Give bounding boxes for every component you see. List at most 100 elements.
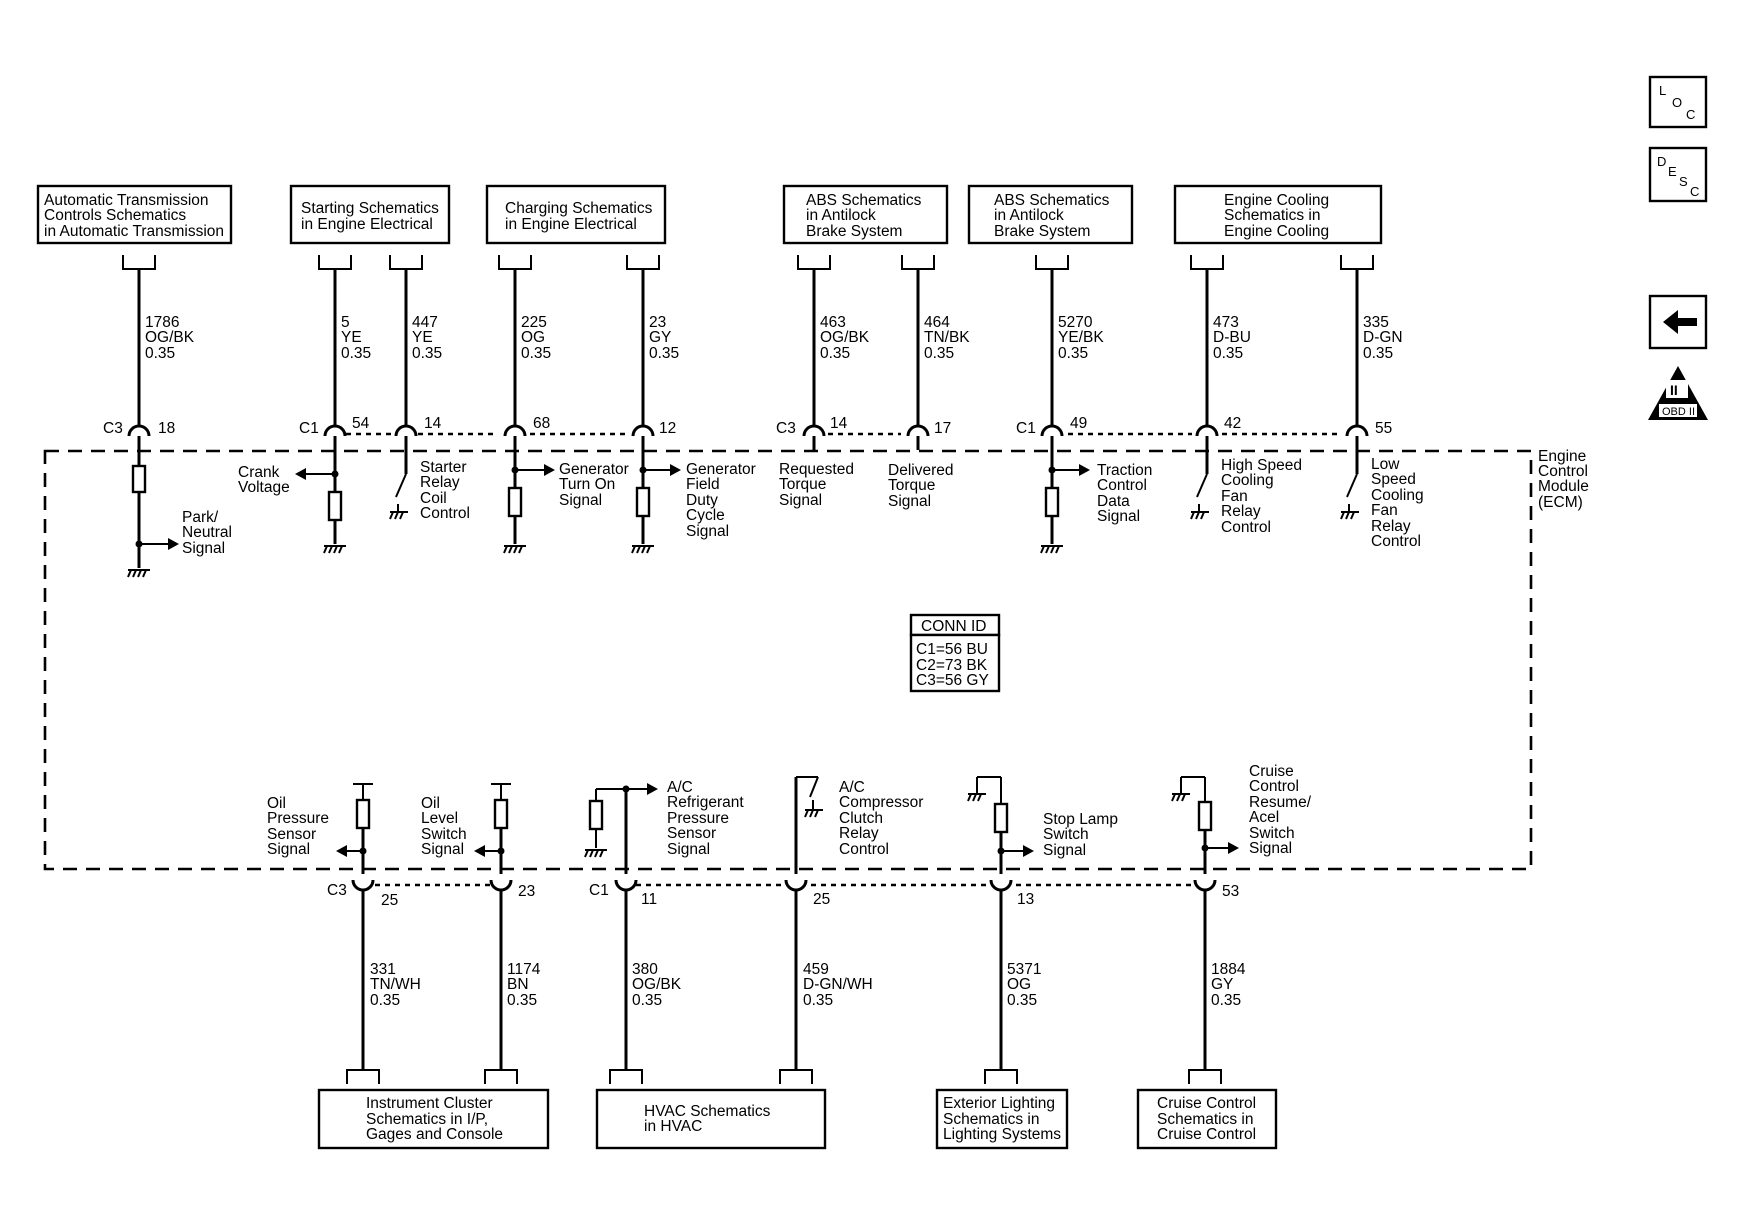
arrow-icon	[544, 464, 555, 476]
pin-number: 49	[1070, 415, 1087, 432]
switch-contact	[809, 776, 819, 798]
module-label-line-4: (ECM)	[1538, 494, 1583, 511]
wire-color: D-BU	[1213, 329, 1251, 346]
pin-number: 14	[830, 415, 848, 432]
switch-contact	[395, 473, 407, 498]
wire-circuit: 225	[521, 314, 547, 331]
signal-label-line-1: Generator	[686, 461, 756, 478]
signal-label-line-2: Pressure	[267, 810, 329, 827]
ref-box-atc-line-2: Controls Schematics	[44, 207, 186, 224]
ref-box-atc[interactable]: Automatic Transmission Controls Schemati…	[36, 184, 233, 245]
arrow-icon	[1079, 464, 1090, 476]
pin-number: 12	[659, 420, 676, 437]
signal-label-line-2: Control	[1097, 477, 1147, 494]
ref-box-atc-line-1: Automatic Transmission	[44, 192, 209, 209]
ref-box-engine-cooling[interactable]: Engine Cooling Schematics in Engine Cool…	[1173, 184, 1383, 245]
ground-icon	[1040, 545, 1063, 554]
signal-label-line-3: Signal	[888, 493, 931, 510]
signal-label-line-3: Pressure	[667, 810, 729, 827]
wire-473[interactable]: 473 D-BU 0.35 42 High Speed Cooling Fan …	[1190, 255, 1302, 536]
ref-box-cooling-line-2: Schematics in	[1224, 207, 1320, 224]
signal-label-line-2: Switch	[1043, 826, 1089, 843]
pin-number: 23	[518, 883, 535, 900]
connector-id: C3	[327, 882, 347, 899]
signal-label-line-4: Cycle	[686, 507, 725, 524]
loc-button[interactable]: L O C	[1648, 75, 1708, 129]
ref-box-cooling-line-3: Engine Cooling	[1224, 223, 1329, 240]
wire-464[interactable]: 464 TN/BK 0.35 17 Delivered Torque Signa…	[888, 255, 970, 510]
wire-circuit: 459	[803, 961, 829, 978]
ref-box-cruise-line-2: Schematics in	[1157, 1111, 1253, 1128]
ref-box-hvac-line-2: in HVAC	[644, 1118, 702, 1135]
wire-size: 0.35	[1007, 992, 1037, 1009]
wire-circuit: 473	[1213, 314, 1239, 331]
left-arrow-icon	[1663, 310, 1697, 334]
signal-label-line-2: Relay	[420, 474, 460, 491]
obd-ii-icon[interactable]: II OBD II	[1648, 366, 1708, 420]
wire-225[interactable]: 225 OG 0.35 68 Generator Turn On Signal	[498, 255, 629, 554]
signal-label-line-4: Fan	[1371, 502, 1398, 519]
ref-box-ipc-line-2: Schematics in I/P,	[366, 1111, 488, 1128]
signal-label-line-3: Signal	[779, 492, 822, 509]
signal-label-line-1: Oil	[267, 795, 286, 812]
pin-number: 11	[641, 891, 657, 908]
ref-box-cruise-control[interactable]: Cruise Control Schematics in Cruise Cont…	[1136, 1088, 1278, 1150]
conn-id-title: CONN ID	[921, 618, 986, 635]
wire-circuit: 447	[412, 314, 438, 331]
ref-box-exterior-lighting[interactable]: Exterior Lighting Schematics in Lighting…	[935, 1088, 1069, 1150]
ground-icon	[584, 849, 607, 858]
wire-23[interactable]: 23 GY 0.35 12 Generator Field Duty Cycle…	[626, 255, 756, 554]
wire-331[interactable]: Oil Pressure Sensor Signal C3 25 331 TN/…	[267, 783, 421, 1084]
wire-1174[interactable]: Oil Level Switch Signal 23 1174 BN 0.35	[421, 783, 541, 1084]
obd-label: OBD II	[1662, 406, 1695, 418]
wire-380[interactable]: A/C Refrigerant Pressure Sensor Signal C…	[584, 779, 744, 1084]
wire-circuit: 331	[370, 961, 396, 978]
ref-box-charging[interactable]: Charging Schematics in Engine Electrical	[485, 184, 667, 245]
ground-icon	[631, 545, 654, 554]
desc-letter-d: D	[1657, 154, 1666, 169]
bottom-reference-boxes: Instrument Cluster Schematics in I/P, Ga…	[317, 1088, 1278, 1150]
wire-circuit: 335	[1363, 314, 1389, 331]
ref-box-hvac[interactable]: HVAC Schematics in HVAC	[595, 1088, 827, 1150]
signal-label-line-5: Control	[839, 841, 889, 858]
wire-459[interactable]: A/C Compressor Clutch Relay Control 25 4…	[779, 776, 923, 1084]
ground-icon	[127, 569, 150, 578]
module-label-line-3: Module	[1538, 478, 1589, 495]
signal-label-line-3: Clutch	[839, 810, 883, 827]
signal-label-line-5: Control	[1221, 519, 1271, 536]
signal-label-line-3: Signal	[182, 540, 225, 557]
switch-contact	[1346, 473, 1358, 498]
ref-box-charging-line-1: Charging Schematics	[505, 200, 653, 217]
ref-box-abs-2[interactable]: ABS Schematics in Antilock Brake System	[967, 184, 1134, 245]
wire-463[interactable]: 463 OG/BK 0.35 C3 14 Requested Torque Si…	[776, 255, 870, 509]
wire-335[interactable]: 335 D-GN 0.35 55 Low Speed Cooling Fan R…	[1340, 255, 1424, 550]
ref-box-abs-1[interactable]: ABS Schematics in Antilock Brake System	[782, 184, 949, 245]
wire-size: 0.35	[145, 345, 175, 362]
signal-label-line-1: A/C	[667, 779, 693, 796]
top-reference-boxes: Automatic Transmission Controls Schemati…	[36, 184, 1383, 245]
arrow-icon	[295, 468, 306, 480]
ground-icon	[1190, 511, 1209, 520]
wire-5[interactable]: 5 YE 0.35 C1 54 Crank Voltage	[238, 255, 371, 554]
wire-447[interactable]: 447 YE 0.35 14 Starter Relay Coil Contro…	[389, 255, 470, 522]
pin-number: 55	[1375, 420, 1392, 437]
signal-label-line-1: Cruise	[1249, 763, 1294, 780]
ref-box-abs-1-line-2: in Antilock	[806, 207, 876, 224]
wire-1786[interactable]: 1786 OG/BK 0.35 C3 18 Park/ Neutral Sign…	[103, 255, 232, 578]
desc-button[interactable]: D E S C	[1648, 146, 1708, 203]
ref-box-starting[interactable]: Starting Schematics in Engine Electrical	[289, 184, 451, 245]
wire-5270[interactable]: 5270 YE/BK 0.35 C1 49 Traction Control D…	[1016, 255, 1152, 554]
signal-label-line-2: Torque	[888, 477, 935, 494]
wire-color: GY	[1211, 976, 1233, 993]
back-arrow-button[interactable]	[1648, 294, 1708, 350]
signal-label-line-5: Switch	[1249, 825, 1295, 842]
ref-box-instrument-cluster[interactable]: Instrument Cluster Schematics in I/P, Ga…	[317, 1088, 550, 1150]
signal-label-line-1: Requested	[779, 461, 854, 478]
wire-color: OG	[521, 329, 545, 346]
wire-1884[interactable]: Cruise Control Resume/ Acel Switch Signa…	[1171, 763, 1312, 1084]
arrow-icon	[336, 845, 347, 857]
ref-box-abs-2-line-2: in Antilock	[994, 207, 1064, 224]
signal-label-line-1: Crank	[238, 464, 280, 481]
wire-size: 0.35	[803, 992, 833, 1009]
wire-5371[interactable]: Stop Lamp Switch Signal 13 5371 OG 0.35	[967, 776, 1118, 1084]
